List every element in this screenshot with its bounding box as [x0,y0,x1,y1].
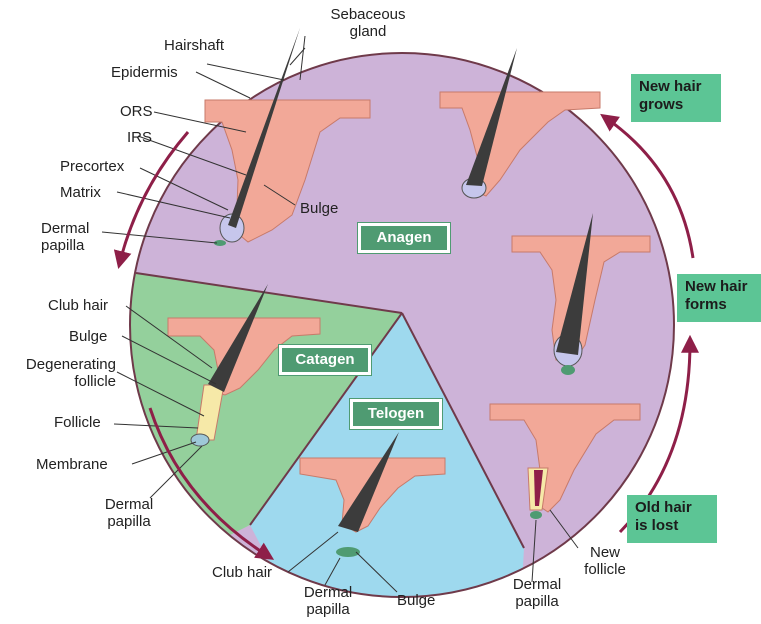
label-bulge-anagen: Bulge [300,200,338,217]
label-line: Dermal [285,584,371,601]
label-club-hair-telogen: Club hair [212,564,272,581]
note-line: grows [639,96,713,114]
note-new-hair-grows: New hair grows [631,74,721,122]
phase-label-catagen: Catagen [279,345,371,375]
label-membrane: Membrane [36,456,108,473]
label-line: Dermal [86,496,172,513]
label-line: papilla [494,593,580,610]
label-bulge-catagen: Bulge [69,328,107,345]
note-line: Old hair [635,499,709,517]
note-line: is lost [635,517,709,535]
label-line: Dermal [494,576,580,593]
label-irs: IRS [127,129,152,146]
phase-label-anagen: Anagen [358,223,450,253]
label-line: New [570,544,640,561]
label-line: Dermal [41,220,89,237]
label-dermal-papilla-shed: Dermal papilla [494,576,580,610]
label-ors: ORS [120,103,153,120]
label-dermal-papilla-catagen: Dermal papilla [86,496,172,530]
label-line: follicle [570,561,640,578]
label-degenerating-follicle: Degenerating follicle [10,356,116,390]
label-follicle: Follicle [54,414,101,431]
label-matrix: Matrix [60,184,101,201]
label-line: papilla [41,237,89,254]
note-line: New hair [639,78,713,96]
note-new-hair-forms: New hair forms [677,274,761,322]
label-precortex: Precortex [60,158,124,175]
note-line: forms [685,296,753,314]
phase-label-telogen: Telogen [350,399,442,429]
label-sebaceous-gland: Sebaceous gland [325,6,411,40]
note-old-hair-lost: Old hair is lost [627,495,717,543]
label-bulge-telogen: Bulge [397,592,435,609]
label-dermal-papilla-anagen: Dermal papilla [41,220,89,254]
label-line: follicle [10,373,116,390]
note-line: New hair [685,278,753,296]
label-line: gland [325,23,411,40]
label-line: Sebaceous [325,6,411,23]
label-epidermis: Epidermis [111,64,178,81]
label-hairshaft: Hairshaft [164,37,224,54]
label-new-follicle: New follicle [570,544,640,578]
label-line: papilla [86,513,172,530]
label-dermal-papilla-telogen: Dermal papilla [285,584,371,618]
label-club-hair-catagen: Club hair [48,297,108,314]
label-line: papilla [285,601,371,618]
label-line: Degenerating [10,356,116,373]
